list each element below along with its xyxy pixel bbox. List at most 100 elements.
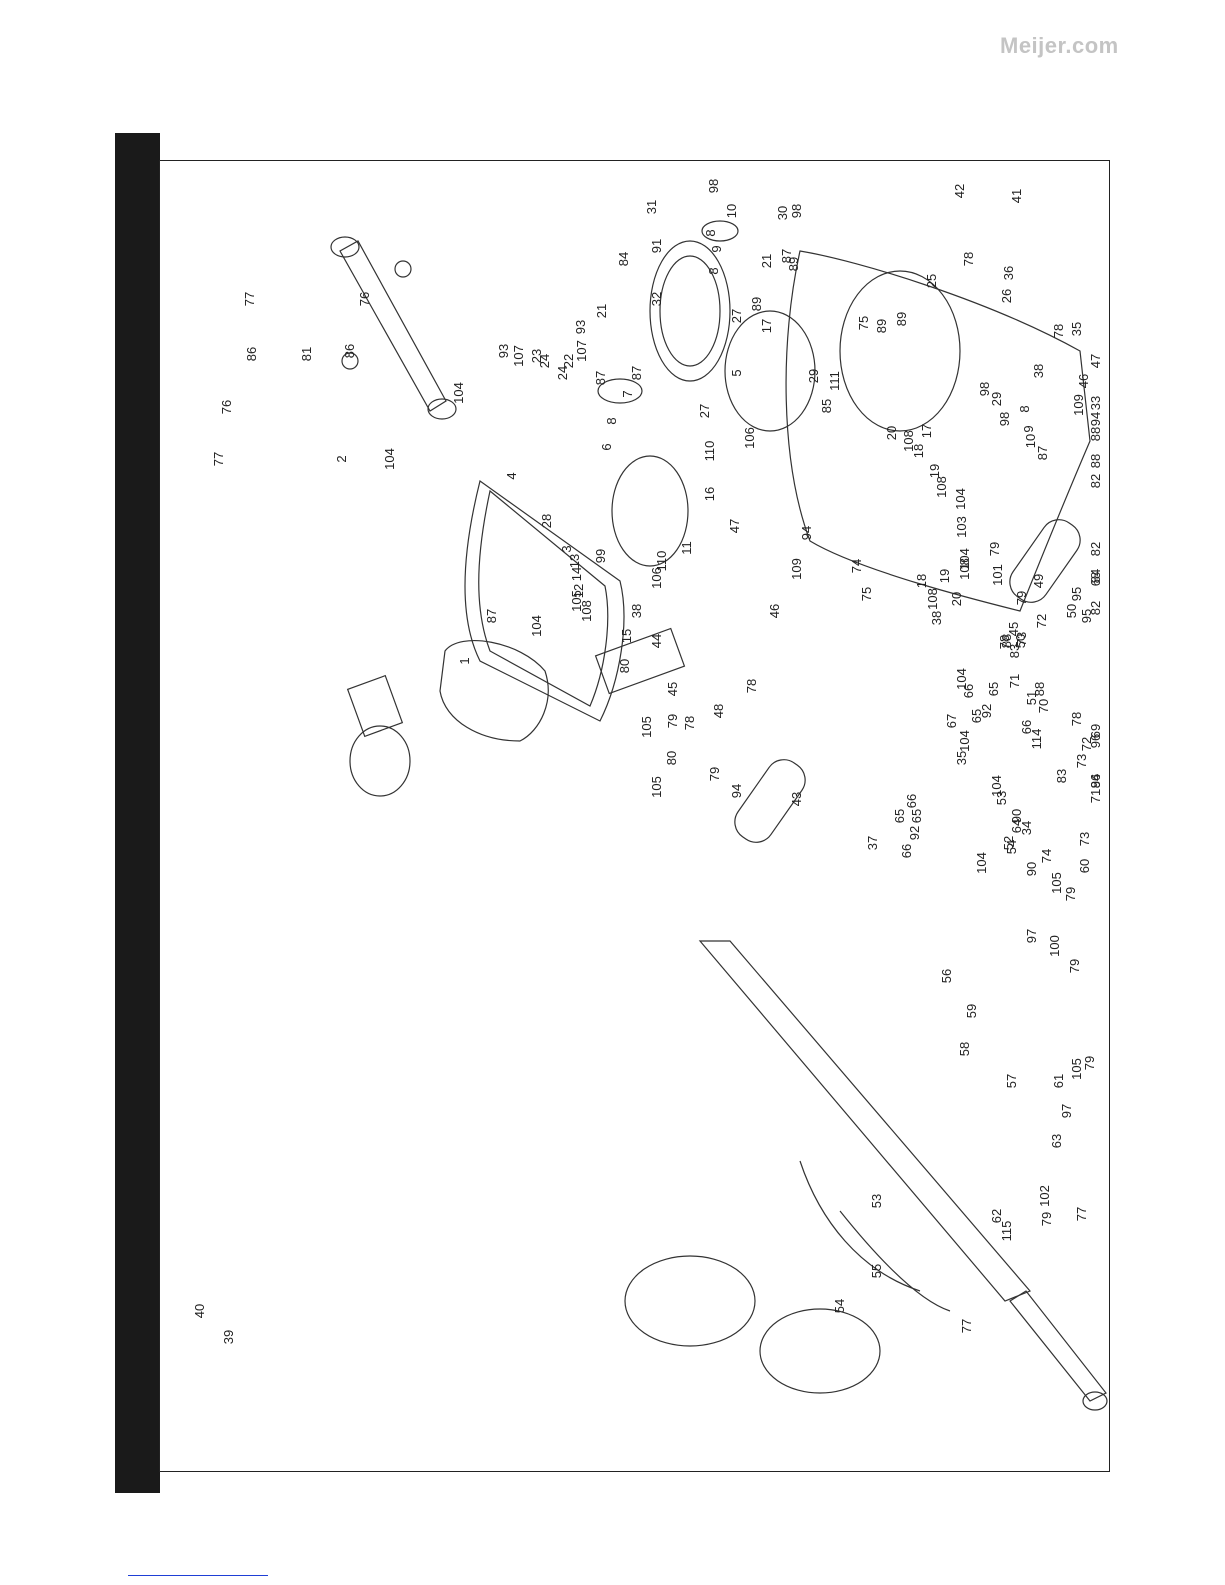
part-number-label: 88 <box>1032 682 1047 696</box>
part-number-label: 94 <box>729 784 744 798</box>
part-number-label: 46 <box>1076 374 1091 388</box>
seat-post-part <box>799 1160 951 1312</box>
part-number-label: 73 <box>1074 754 1089 768</box>
part-number-label: 27 <box>729 309 744 323</box>
part-number-label: 78 <box>997 635 1012 649</box>
part-number-label: 38 <box>929 611 944 625</box>
part-number-label: 86 <box>244 347 259 361</box>
part-number-label: 105 <box>1069 1058 1084 1080</box>
part-number-label: 8 <box>1017 405 1032 412</box>
main-frame-part <box>464 479 686 722</box>
part-number-label: 80 <box>664 751 679 765</box>
part-number-label: 54 <box>1004 840 1019 854</box>
part-number-label: 109 <box>789 558 804 580</box>
part-number-label: 65 <box>969 709 984 723</box>
part-number-label: 44 <box>649 634 664 648</box>
part-number-label: 29 <box>989 392 1004 406</box>
part-number-label: 2 <box>334 455 349 462</box>
part-number-label: 73 <box>1014 632 1029 646</box>
part-number-label: 78 <box>744 679 759 693</box>
part-number-label: 74 <box>849 559 864 573</box>
part-number-label: 20 <box>949 592 964 606</box>
seat-parts <box>624 1255 881 1394</box>
part-number-label: 69 <box>1088 724 1103 738</box>
part-number-label: 8 <box>706 267 721 274</box>
part-number-label: 88 <box>1088 454 1103 468</box>
part-number-label: 9 <box>709 245 724 252</box>
part-number-label: 98 <box>706 179 721 193</box>
part-number-label: 40 <box>192 1304 207 1318</box>
pedal-parts <box>734 519 1081 843</box>
part-number-label: 35 <box>1069 322 1084 336</box>
part-number-label: 79 <box>665 714 680 728</box>
part-number-label: 16 <box>702 487 717 501</box>
part-number-label: 104 <box>451 382 466 404</box>
part-number-label: 108 <box>901 430 916 452</box>
console-part <box>346 674 411 797</box>
part-drawings <box>330 220 1108 1411</box>
part-number-label: 65 <box>892 809 907 823</box>
part-number-label: 48 <box>711 704 726 718</box>
part-number-label: 24 <box>537 354 552 368</box>
part-number-label: 89 <box>894 312 909 326</box>
part-number-label: 83 <box>1007 644 1022 658</box>
part-number-label: 42 <box>952 184 967 198</box>
part-number-label: 14 <box>569 567 584 581</box>
part-number-label: 70 <box>1036 699 1051 713</box>
part-number-label: 99 <box>593 549 608 563</box>
part-number-label: 98 <box>997 412 1012 426</box>
part-number-label: 87 <box>1035 446 1050 460</box>
part-number-label: 17 <box>919 424 934 438</box>
part-number-label: 87 <box>779 249 794 263</box>
part-number-label: 78 <box>1069 712 1084 726</box>
right-shroud-part <box>724 250 1091 612</box>
part-number-label: 79 <box>1082 1056 1097 1070</box>
part-number-label: 100 <box>1047 935 1062 957</box>
part-number-label: 108 <box>925 588 940 610</box>
part-number-label: 12 <box>571 584 586 598</box>
part-number-label: 105 <box>649 776 664 798</box>
part-number-label: 96 <box>1088 734 1103 748</box>
part-number-label: 17 <box>759 319 774 333</box>
part-number-label: 77 <box>959 1319 974 1333</box>
part-number-label: 90 <box>1024 862 1039 876</box>
part-number-label: 105 <box>639 716 654 738</box>
part-number-label: 33 <box>1088 396 1103 410</box>
front-stabilizer-part <box>330 236 457 420</box>
part-number-label: 105 <box>569 590 584 612</box>
part-number-label: 66 <box>904 794 919 808</box>
part-number-label: 75 <box>859 587 874 601</box>
part-number-label: 66 <box>1019 720 1034 734</box>
part-number-label: 101 <box>990 564 1005 586</box>
part-number-label: 115 <box>999 1221 1014 1242</box>
part-number-label: 37 <box>865 836 880 850</box>
part-number-label: 11 <box>679 541 694 555</box>
part-number-label: 4 <box>504 472 519 479</box>
part-number-label: 87 <box>484 609 499 623</box>
part-number-label: 84 <box>1088 774 1103 788</box>
part-number-label: 108 <box>579 600 594 622</box>
part-number-label: 84 <box>1088 569 1103 583</box>
part-number-label: 19 <box>937 569 952 583</box>
part-number-label: 88 <box>999 634 1014 648</box>
part-number-label: 45 <box>1006 622 1021 636</box>
part-number-label: 80 <box>617 659 632 673</box>
part-number-label: 76 <box>357 292 372 306</box>
part-number-label: 61 <box>1051 1074 1066 1088</box>
part-number-label: 76 <box>219 400 234 414</box>
part-number-label: 86 <box>342 344 357 358</box>
part-number-label: 79 <box>1014 591 1029 605</box>
part-number-label: 66 <box>899 844 914 858</box>
part-number-label: 23 <box>529 349 544 363</box>
rail-part <box>698 940 1032 1302</box>
part-number-label: 66 <box>961 684 976 698</box>
part-number-label: 82 <box>1088 474 1103 488</box>
part-number-label: 58 <box>957 1042 972 1056</box>
part-number-label: 38 <box>1031 364 1046 378</box>
part-number-label: 82 <box>1088 601 1103 615</box>
part-number-label: 88 <box>1088 427 1103 441</box>
part-number-label: 79 <box>707 767 722 781</box>
part-number-label: 96 <box>1088 774 1103 788</box>
part-number-label: 10 <box>1023 434 1038 448</box>
